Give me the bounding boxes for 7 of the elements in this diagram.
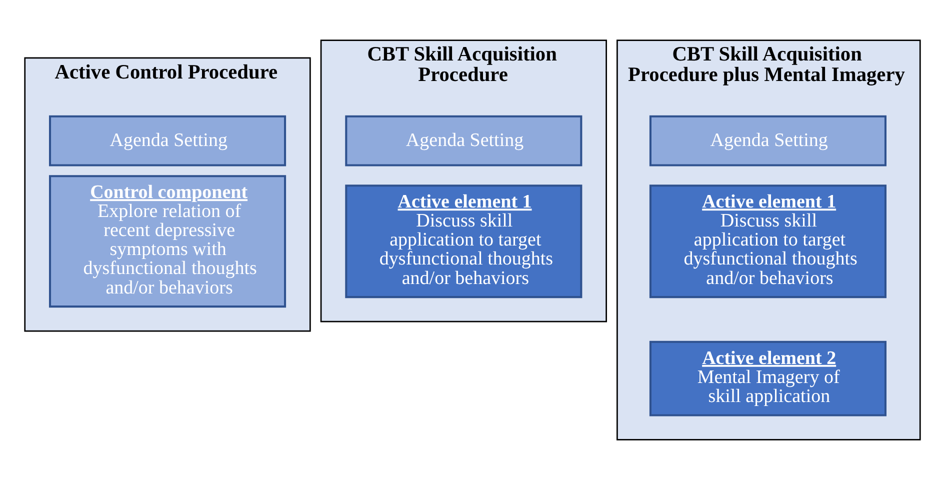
node-box: Agenda Setting xyxy=(48,114,286,166)
node-box: Agenda Setting xyxy=(345,114,582,166)
node-box: Active element 1 Discuss skill application to target dysfunctional thoughts and/or behaviors xyxy=(649,184,886,298)
node-box: Active element 2 Mental Imagery of skill application xyxy=(649,340,886,416)
node-box: Agenda Setting xyxy=(649,114,886,166)
node-box: Active element 1 Discuss skill application to target dysfunctional thoughts and/or behaviors xyxy=(345,184,582,298)
node-box: Control component Explore relation of recent depressive symptoms with dysfunctional thoughts and/or behaviors xyxy=(48,174,286,308)
